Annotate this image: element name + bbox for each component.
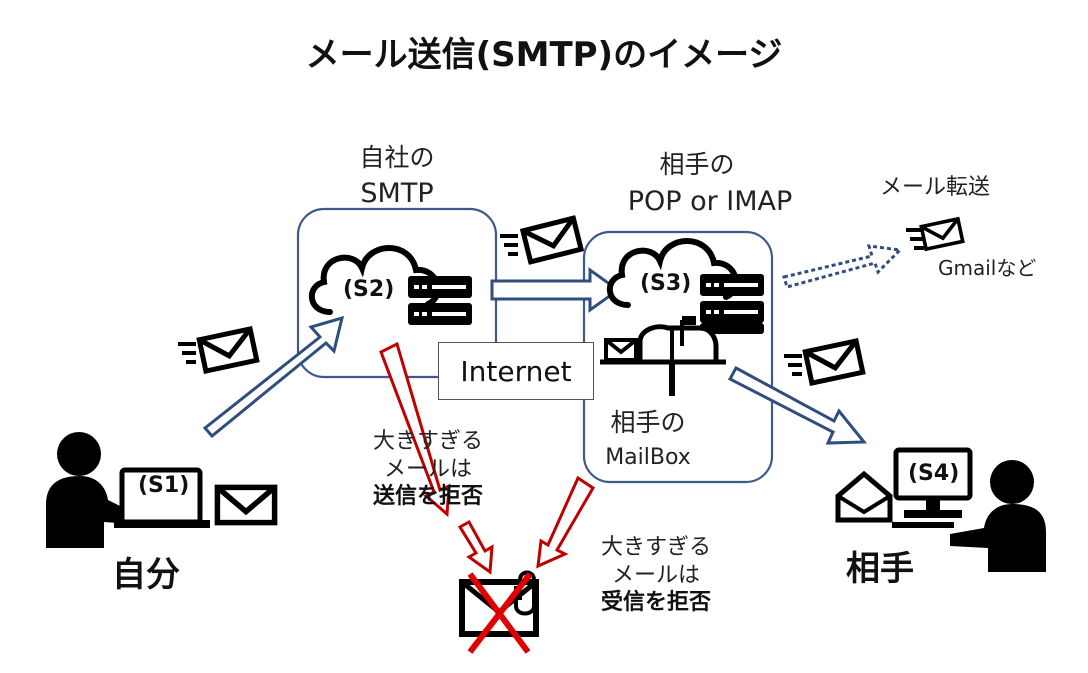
- envelope-icon-flying-1: [176, 329, 257, 371]
- envelope-icon-open: [835, 470, 893, 523]
- reject-receive-arrow: [536, 475, 596, 569]
- envelope-icon-flying-2: [498, 218, 581, 262]
- mailbox-label-line1: 相手の: [610, 408, 686, 437]
- envelope-icon-flying-3: [782, 341, 863, 383]
- arrow-forward-dotted: [782, 244, 904, 289]
- node-tag-s1: (S1): [138, 473, 190, 498]
- page-title: メール送信(SMTP)のイメージ: [305, 35, 783, 75]
- pop-label-line2: POP or IMAP: [627, 186, 793, 217]
- reject-receive-note: 大きすぎる メールは 受信を拒否: [586, 534, 726, 617]
- forward-example: Gmailなど: [938, 256, 1037, 280]
- reject-receive-line3: 受信を拒否: [600, 590, 711, 615]
- person-icon-self: [46, 432, 210, 548]
- arrow-s1-to-s2: [202, 315, 345, 439]
- reject-send-line1: 大きすぎる: [372, 429, 483, 454]
- self-label: 自分: [112, 555, 180, 595]
- forward-label: メール転送: [880, 175, 991, 200]
- pop-server-icon: [700, 274, 764, 323]
- reject-receive-line2: メールは: [611, 562, 700, 588]
- smtp-label-line2: SMTP: [360, 178, 434, 209]
- internet-label: Internet: [438, 342, 594, 400]
- envelope-icon-self: [217, 487, 274, 522]
- mailbox-icon: [600, 316, 726, 396]
- node-tag-s4: (S4): [908, 461, 960, 486]
- arrow-s2-to-s3: [490, 267, 621, 313]
- reject-receive-line1: 大きすぎる: [600, 535, 711, 560]
- reject-send-line2: メールは: [383, 456, 472, 482]
- smtp-label-line1: 自社の: [359, 143, 435, 172]
- reject-send-note: 大きすぎる メールは 送信を拒否: [358, 428, 498, 511]
- reject-send-arrow: [379, 341, 451, 518]
- node-tag-s2: (S2): [343, 277, 395, 302]
- pop-label-line1: 相手の: [659, 150, 735, 179]
- reject-send-line3: 送信を拒否: [372, 484, 483, 509]
- rejected-mail-icon: [459, 570, 539, 654]
- node-tag-s3: (S3): [640, 271, 692, 296]
- mailbox-label-line2: MailBox: [605, 445, 691, 470]
- envelope-icon-forward: [904, 217, 965, 251]
- reject-send-arrow-lower: [457, 519, 494, 575]
- person-icon-recipient: [892, 447, 1046, 572]
- arrow-s3-to-s4: [727, 365, 868, 445]
- recipient-label: 相手: [846, 549, 914, 589]
